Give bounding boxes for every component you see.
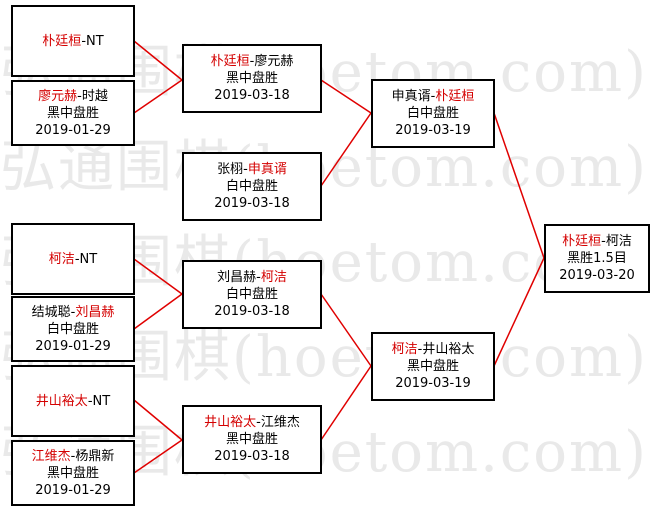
winner-name: 申真谞 <box>247 162 287 177</box>
match-box-semi-2: 柯洁-井山裕太 黑中盘胜 2019-03-19 <box>371 332 495 401</box>
winner-name: 井山裕太 <box>204 415 257 430</box>
match-date: 2019-01-29 <box>35 482 111 498</box>
match-players: 井山裕太-NT <box>35 393 111 409</box>
match-box-r2-2: 张栩-申真谞 白中盘胜 2019-03-18 <box>182 152 322 221</box>
connector-line <box>133 79 183 114</box>
match-players: 廖元赫-时越 <box>38 88 108 104</box>
match-date: 2019-01-29 <box>35 338 111 354</box>
match-date: 2019-03-18 <box>214 88 290 103</box>
match-date: 2019-03-19 <box>395 376 471 391</box>
match-box-r1-2: 廖元赫-时越 黑中盘胜 2019-01-29 <box>11 80 135 146</box>
connector-line <box>320 79 372 114</box>
match-date: 2019-01-29 <box>35 122 111 138</box>
match-players: 朴廷桓-NT <box>42 33 104 49</box>
connector-line <box>493 257 545 367</box>
match-date: 2019-03-18 <box>214 304 290 319</box>
winner-name: 朴廷桓 <box>210 54 250 69</box>
match-result: 黑中盘胜 <box>406 359 459 374</box>
match-players: 江维杰-杨鼎新 <box>31 448 115 464</box>
match-result: 黑中盘胜 <box>46 465 99 481</box>
match-result: 白中盘胜 <box>225 287 278 302</box>
match-date: 2019-03-18 <box>214 449 290 464</box>
match-result: 黑中盘胜 <box>46 105 99 121</box>
winner-name: 柯洁 <box>260 270 287 285</box>
winner-name: 柯洁 <box>391 342 418 357</box>
winner-name: 刘昌赫 <box>75 304 115 320</box>
match-players: 刘昌赫-柯洁 <box>217 270 287 285</box>
connector-line <box>320 112 372 187</box>
winner-name: 廖元赫 <box>38 88 78 104</box>
connector-line <box>133 258 183 295</box>
match-box-r1-5: 井山裕太-NT <box>11 365 135 437</box>
match-box-r2-4: 井山裕太-江维杰 黑中盘胜 2019-03-18 <box>182 405 322 474</box>
match-result: 白中盘胜 <box>406 106 459 121</box>
winner-name: 井山裕太 <box>35 393 88 409</box>
match-box-r2-1: 朴廷桓-廖元赫 黑中盘胜 2019-03-18 <box>182 44 322 113</box>
match-box-r1-3: 柯洁-NT <box>11 223 135 295</box>
match-box-r1-4: 结城聪-刘昌赫 白中盘胜 2019-01-29 <box>11 296 135 362</box>
match-players: 朴廷桓-柯洁 <box>562 234 632 249</box>
match-players: 朴廷桓-廖元赫 <box>210 54 294 69</box>
winner-name: 朴廷桓 <box>42 33 82 49</box>
match-date: 2019-03-20 <box>559 268 635 283</box>
match-box-semi-1: 申真谞-朴廷桓 白中盘胜 2019-03-19 <box>371 79 495 148</box>
winner-name: 柯洁 <box>48 251 75 267</box>
match-result: 黑中盘胜 <box>225 432 278 447</box>
match-players: 井山裕太-江维杰 <box>204 415 300 430</box>
connector-line <box>133 40 183 81</box>
match-date: 2019-03-18 <box>214 196 290 211</box>
match-box-r1-1: 朴廷桓-NT <box>11 5 135 77</box>
match-box-final: 朴廷桓-柯洁 黑胜1.5目 2019-03-20 <box>544 224 650 293</box>
connector-line <box>133 399 183 441</box>
connector-line <box>320 293 372 367</box>
match-players: 柯洁-井山裕太 <box>391 342 475 357</box>
connector-line <box>320 365 372 441</box>
match-box-r2-3: 刘昌赫-柯洁 白中盘胜 2019-03-18 <box>182 260 322 329</box>
winner-name: 江维杰 <box>31 448 71 464</box>
match-box-r1-6: 江维杰-杨鼎新 黑中盘胜 2019-01-29 <box>11 440 135 506</box>
winner-name: 朴廷桓 <box>435 89 475 104</box>
match-players: 柯洁-NT <box>48 251 98 267</box>
match-result: 黑中盘胜 <box>225 71 278 86</box>
match-players: 申真谞-朴廷桓 <box>391 89 475 104</box>
match-result: 白中盘胜 <box>225 179 278 194</box>
match-players: 结城聪-刘昌赫 <box>31 304 115 320</box>
match-result: 黑胜1.5目 <box>567 251 627 266</box>
winner-name: 朴廷桓 <box>562 234 602 249</box>
match-date: 2019-03-19 <box>395 123 471 138</box>
match-result: 白中盘胜 <box>46 321 99 337</box>
watermark-text: 弘通围棋(hoetom.com) <box>0 135 648 200</box>
connector-line <box>133 439 183 474</box>
connector-line <box>133 293 183 330</box>
connector-line <box>493 112 545 259</box>
match-players: 张栩-申真谞 <box>217 162 287 177</box>
